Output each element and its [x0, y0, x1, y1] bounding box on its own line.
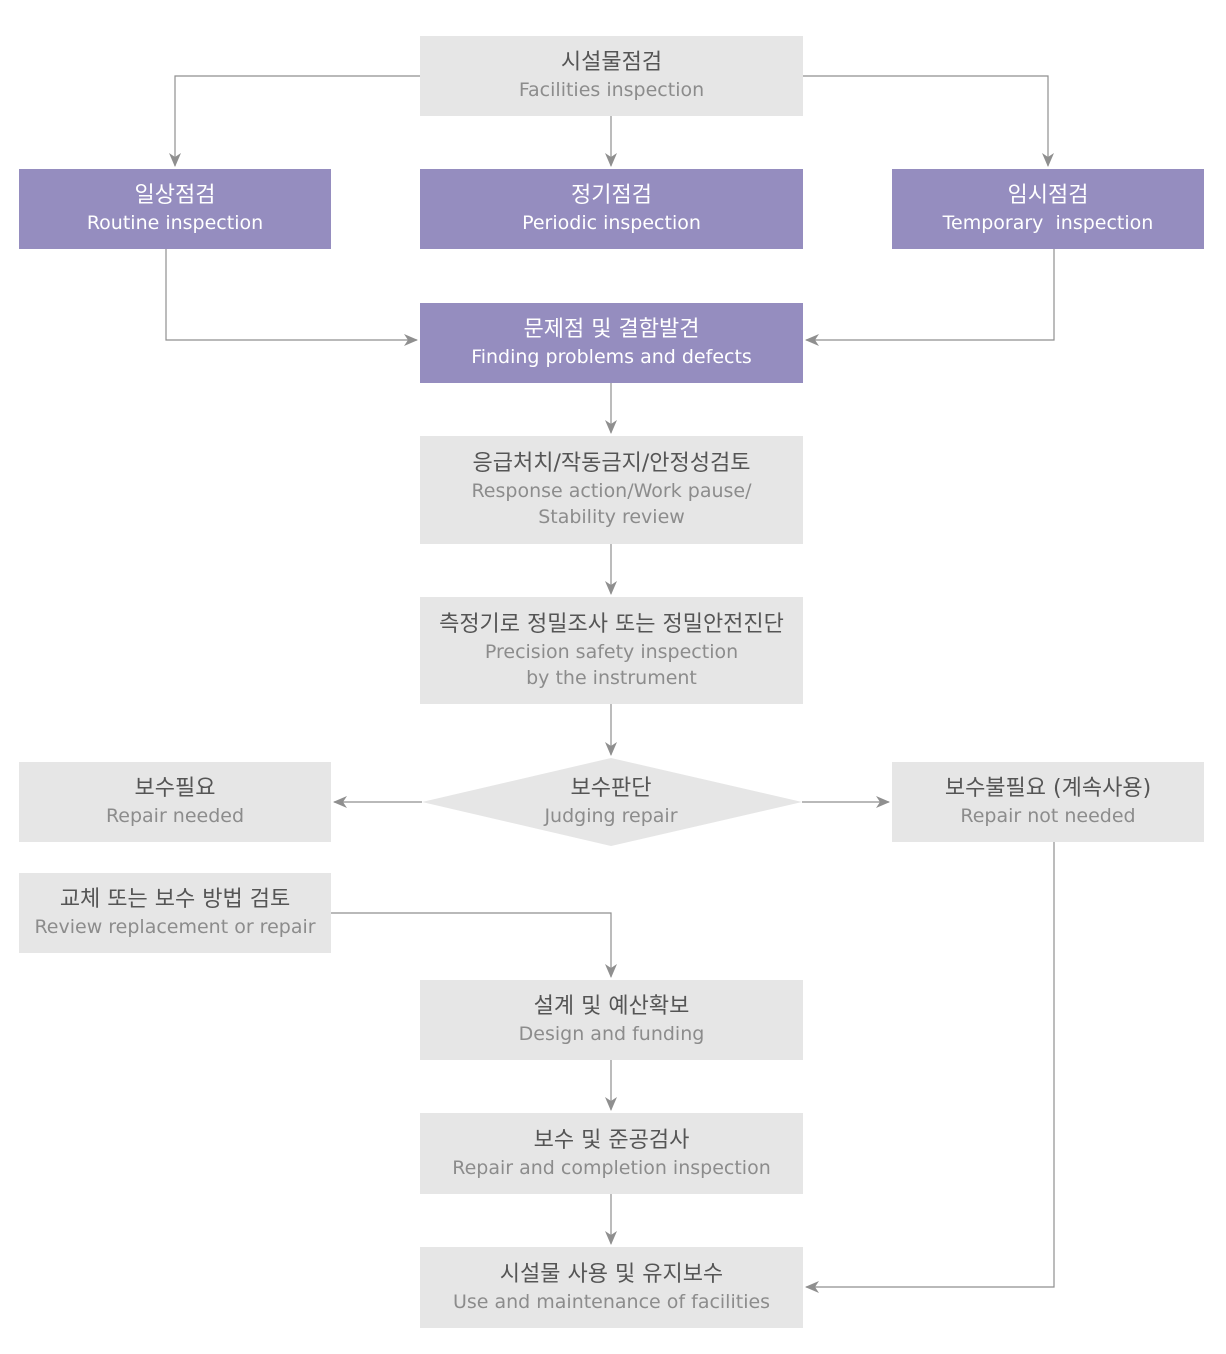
- node-repair-needed-en: Repair needed: [105, 805, 245, 827]
- arrow-routine-to-finding: [165, 249, 418, 346]
- node-repair-not-needed-ko: 보수불필요 (계속사용): [944, 776, 1152, 801]
- arrow-temporary-to-finding: [805, 249, 1055, 346]
- node-design-en: Design and funding: [518, 1023, 705, 1045]
- node-review-replacement: 교체 또는 보수 방법 검토 Review replacement or rep…: [19, 873, 331, 953]
- arrow-repair-not-needed-to-use: [805, 842, 1055, 1293]
- node-finding-ko: 문제점 및 결함발견: [523, 317, 700, 342]
- node-routine-inspection: 일상점검 Routine inspection: [19, 169, 331, 249]
- node-routine-ko: 일상점검: [134, 183, 216, 208]
- node-precision-en-line1: Precision safety inspection: [484, 640, 739, 663]
- node-response-en-line2: Stability review: [538, 506, 685, 528]
- node-use-en: Use and maintenance of facilities: [452, 1290, 771, 1313]
- arrow-facilities-to-temporary: [803, 75, 1054, 167]
- node-use-ko: 시설물 사용 및 유지보수: [499, 1261, 724, 1287]
- node-design-funding: 설계 및 예산확보 Design and funding: [420, 980, 803, 1060]
- node-temporary-en: Temporary inspection: [942, 212, 1154, 234]
- node-periodic-ko: 정기점검: [571, 183, 652, 208]
- node-precision-en-line2: by the instrument: [526, 666, 697, 689]
- node-design-ko: 설계 및 예산확보: [533, 994, 690, 1019]
- node-finding-en: Finding problems and defects: [471, 346, 752, 368]
- node-completion-ko: 보수 및 준공검사: [533, 1127, 690, 1153]
- node-temporary-inspection: 임시점검 Temporary inspection: [892, 169, 1204, 249]
- node-review-en: Review replacement or repair: [34, 916, 316, 938]
- node-facilities-ko: 시설물점검: [560, 50, 663, 75]
- judging-diamond: [422, 758, 802, 846]
- node-review-ko: 교체 또는 보수 방법 검토: [59, 887, 291, 912]
- node-repair-not-needed: 보수불필요 (계속사용) Repair not needed: [892, 762, 1204, 842]
- arrow-review-to-design: [331, 912, 617, 978]
- node-response-en-line1: Response action/Work pause/: [471, 480, 752, 502]
- node-facilities-inspection: 시설물점검 Facilities inspection: [420, 36, 803, 116]
- node-facilities-en: Facilities inspection: [518, 79, 705, 101]
- node-judging-en: Judging repair: [544, 805, 678, 827]
- node-routine-en: Routine inspection: [86, 212, 264, 234]
- node-response-ko: 응급처치/작동금지/안정성검토: [472, 451, 751, 476]
- node-judging-repair: 보수판단 Judging repair: [470, 770, 752, 834]
- node-temporary-ko: 임시점검: [1007, 183, 1089, 208]
- node-use-maintenance: 시설물 사용 및 유지보수 Use and maintenance of fac…: [420, 1247, 803, 1328]
- node-precision-ko: 측정기로 정밀조사 또는 정밀안전진단: [439, 611, 784, 637]
- node-repair-not-needed-en: Repair not needed: [960, 805, 1136, 827]
- node-judging-ko: 보수판단: [570, 776, 652, 801]
- node-repair-needed-ko: 보수필요: [134, 776, 216, 801]
- arrow-facilities-to-routine: [169, 75, 420, 167]
- node-response-action: 응급처치/작동금지/안정성검토 Response action/Work pau…: [420, 436, 803, 544]
- node-periodic-inspection: 정기점검 Periodic inspection: [420, 169, 803, 249]
- node-completion-en: Repair and completion inspection: [452, 1156, 771, 1179]
- node-repair-completion: 보수 및 준공검사 Repair and completion inspecti…: [420, 1113, 803, 1194]
- node-precision-inspection: 측정기로 정밀조사 또는 정밀안전진단 Precision safety ins…: [420, 597, 803, 704]
- node-repair-needed: 보수필요 Repair needed: [19, 762, 331, 842]
- node-periodic-en: Periodic inspection: [522, 212, 701, 234]
- node-finding-problems: 문제점 및 결함발견 Finding problems and defects: [420, 303, 803, 383]
